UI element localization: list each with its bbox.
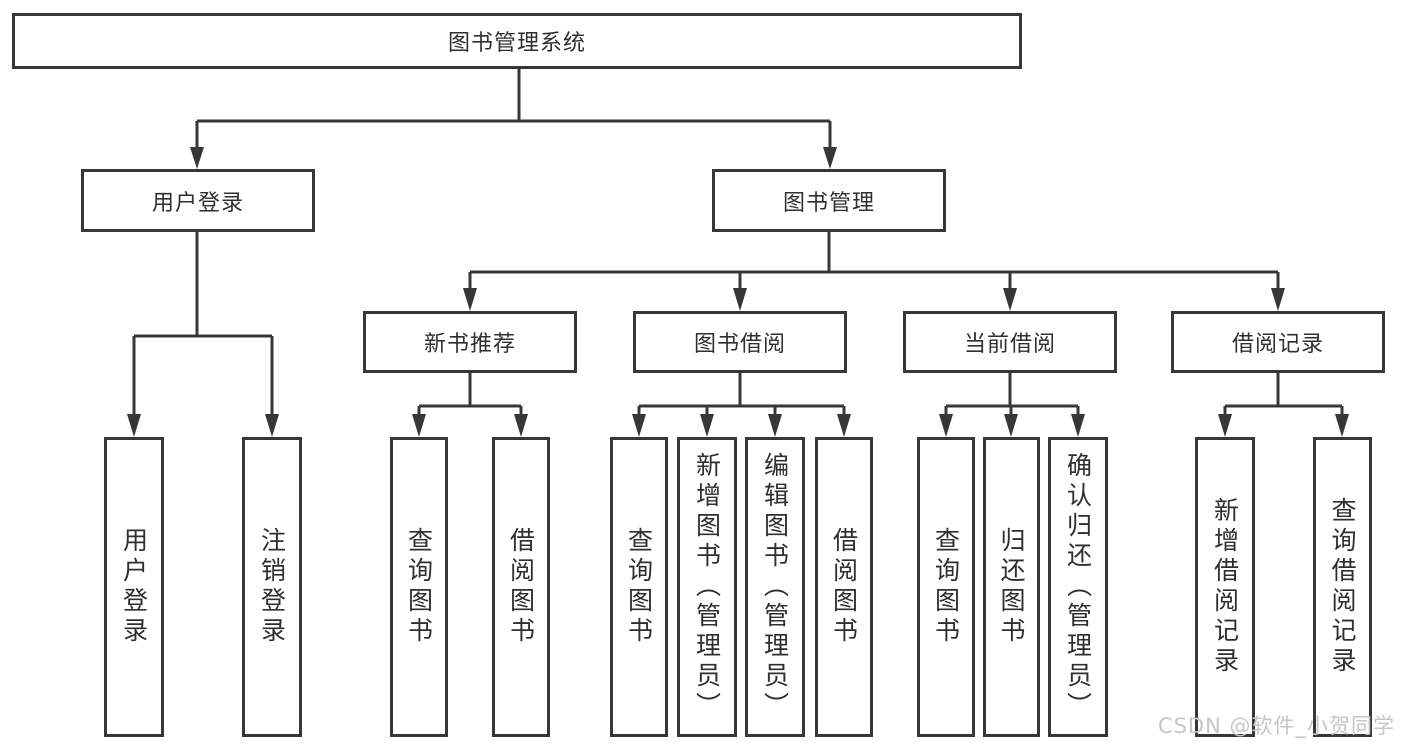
node-system-root: 图书管理系统 bbox=[12, 13, 1022, 69]
node-leaf-edit-books-admin-label: 编辑图书（管理员） bbox=[760, 452, 790, 722]
node-new-book-recommend-label: 新书推荐 bbox=[423, 332, 516, 357]
node-leaf-query-books-1: 查询图书 bbox=[390, 437, 448, 737]
arrow-records-child1 bbox=[1218, 414, 1232, 437]
node-book-management-branch-label: 图书管理 bbox=[782, 190, 875, 216]
arrow-records bbox=[1271, 288, 1285, 311]
arrow-borrowing bbox=[733, 288, 747, 311]
csdn-watermark: CSDN @软件_小贺同学 bbox=[1157, 714, 1395, 738]
arrow-logout bbox=[265, 414, 279, 437]
arrow-user-login bbox=[190, 147, 204, 169]
node-leaf-add-books-admin: 新增图书（管理员） bbox=[677, 437, 737, 737]
node-leaf-edit-books-admin: 编辑图书（管理员） bbox=[745, 437, 805, 737]
node-leaf-add-loan-record: 新增借阅记录 bbox=[1195, 437, 1255, 737]
arrowheads bbox=[127, 147, 1349, 437]
node-leaf-borrow-books-1-label: 借阅图书 bbox=[506, 527, 536, 647]
node-leaf-query-books-2-label: 查询图书 bbox=[624, 527, 654, 647]
arrow-book-mgmt bbox=[823, 147, 837, 169]
node-leaf-query-books-3: 查询图书 bbox=[917, 437, 975, 737]
arrow-newbooks-child1 bbox=[412, 414, 426, 437]
node-leaf-query-books-1-label: 查询图书 bbox=[404, 527, 434, 647]
arrow-records-child2 bbox=[1335, 414, 1349, 437]
arrow-borrowing-child4 bbox=[837, 414, 851, 437]
arrow-current-child3 bbox=[1071, 414, 1085, 437]
node-leaf-return-books: 归还图书 bbox=[983, 437, 1040, 737]
arrow-login bbox=[127, 414, 141, 437]
node-loan-records-label: 借阅记录 bbox=[1231, 332, 1324, 357]
node-leaf-confirm-return-admin: 确认归还（管理员） bbox=[1048, 437, 1108, 737]
node-leaf-query-loan-record-label: 查询借阅记录 bbox=[1328, 497, 1357, 677]
node-leaf-query-loan-record: 查询借阅记录 bbox=[1313, 437, 1372, 737]
arrow-borrowing-child3 bbox=[768, 414, 782, 437]
node-leaf-add-books-admin-label: 新增图书（管理员） bbox=[692, 452, 722, 722]
node-loan-records: 借阅记录 bbox=[1171, 311, 1385, 373]
node-leaf-borrow-books-2: 借阅图书 bbox=[815, 437, 873, 737]
node-user-login-branch-label: 用户登录 bbox=[151, 190, 244, 216]
node-leaf-return-books-label: 归还图书 bbox=[997, 527, 1026, 647]
node-leaf-user-login: 用户登录 bbox=[104, 437, 164, 737]
node-leaf-logout: 注销登录 bbox=[242, 437, 302, 737]
node-system-root-label: 图书管理系统 bbox=[447, 31, 586, 56]
arrow-current bbox=[1003, 288, 1017, 311]
node-leaf-borrow-books-1: 借阅图书 bbox=[492, 437, 550, 737]
arrow-current-child1 bbox=[939, 414, 953, 437]
arrow-borrowing-child2 bbox=[700, 414, 714, 437]
node-user-login-branch: 用户登录 bbox=[81, 169, 315, 232]
arrow-borrowing-child1 bbox=[632, 414, 646, 437]
node-leaf-user-login-label: 用户登录 bbox=[119, 527, 149, 647]
node-book-borrowing: 图书借阅 bbox=[633, 311, 847, 373]
node-book-management-branch: 图书管理 bbox=[712, 169, 946, 232]
arrow-newbooks-child2 bbox=[514, 414, 528, 437]
node-current-loans: 当前借阅 bbox=[903, 311, 1117, 373]
node-current-loans-label: 当前借阅 bbox=[963, 332, 1056, 357]
node-new-book-recommend: 新书推荐 bbox=[363, 311, 577, 373]
arrow-current-child2 bbox=[1004, 414, 1018, 437]
arrow-newbooks bbox=[463, 288, 477, 311]
node-leaf-logout-label: 注销登录 bbox=[257, 527, 287, 647]
node-leaf-borrow-books-2-label: 借阅图书 bbox=[829, 527, 859, 647]
node-leaf-query-books-2: 查询图书 bbox=[610, 437, 668, 737]
node-leaf-confirm-return-admin-label: 确认归还（管理员） bbox=[1063, 452, 1093, 722]
node-leaf-add-loan-record-label: 新增借阅记录 bbox=[1210, 497, 1240, 677]
node-leaf-query-books-3-label: 查询图书 bbox=[931, 527, 961, 647]
node-book-borrowing-label: 图书借阅 bbox=[693, 332, 786, 357]
connector-strokes bbox=[132, 69, 1344, 415]
